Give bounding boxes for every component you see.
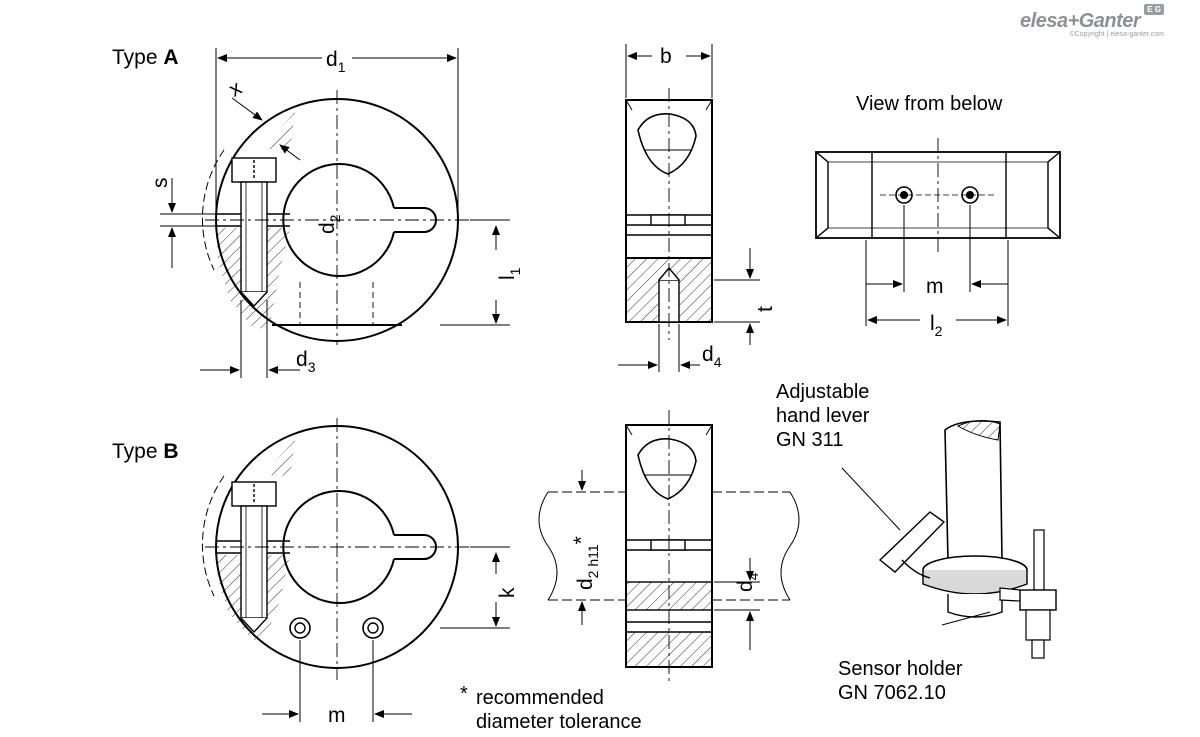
footnote-line1: recommended bbox=[476, 687, 604, 709]
dim-m-b bbox=[262, 640, 412, 722]
label-b: b bbox=[660, 45, 672, 68]
label-k: k bbox=[496, 587, 519, 598]
dim-d1 bbox=[215, 48, 459, 210]
view-from-below-label: View from below bbox=[856, 93, 1003, 115]
dim-d4-b bbox=[714, 558, 760, 650]
label-s: s bbox=[149, 178, 172, 189]
dim-d4-a bbox=[618, 324, 700, 372]
lever-callout-line2: hand lever bbox=[776, 405, 870, 427]
brand-copyright: ©Copyright | elesa-ganter.com bbox=[1069, 31, 1164, 38]
type-b-front-view bbox=[201, 418, 470, 680]
label-d3: d3 bbox=[296, 348, 316, 375]
label-x: x bbox=[225, 76, 246, 101]
type-b-label: Type B bbox=[112, 440, 179, 463]
brand-logo: elesa+GanterE G ©Copyright | elesa-gante… bbox=[1020, 4, 1164, 38]
label-d2: d2 bbox=[316, 214, 343, 234]
dim-l1 bbox=[440, 219, 510, 326]
dim-x bbox=[231, 97, 301, 161]
lever-callout-line3: GN 311 bbox=[776, 429, 843, 451]
dim-b bbox=[625, 44, 713, 98]
dim-l2 bbox=[865, 240, 1009, 326]
label-m-below: m bbox=[926, 275, 944, 298]
assembly-illustration bbox=[878, 420, 1057, 659]
sensor-leader bbox=[941, 611, 991, 626]
type-a-side-view bbox=[625, 88, 713, 340]
label-d1: d1 bbox=[326, 48, 346, 75]
brand-name: elesa+Ganter bbox=[1020, 10, 1141, 32]
label-d4-a: d4 bbox=[702, 343, 722, 370]
dim-d3 bbox=[200, 300, 300, 378]
type-a-label: Type A bbox=[112, 46, 179, 69]
dim-m-below bbox=[866, 205, 1008, 292]
lever-leader bbox=[841, 467, 901, 531]
type-b-side-view bbox=[538, 410, 800, 685]
label-m-b: m bbox=[328, 704, 346, 727]
type-a-front-view bbox=[201, 90, 470, 345]
brand-badge: E G bbox=[1144, 4, 1164, 15]
footnote-star: * bbox=[460, 683, 468, 705]
view-from-below-drawing bbox=[815, 138, 1061, 254]
footnote-line2: diameter tolerance bbox=[476, 711, 642, 733]
dim-k bbox=[440, 546, 510, 629]
label-d4-b: d4 bbox=[734, 572, 761, 592]
lever-callout-line1: Adjustable bbox=[776, 381, 869, 403]
sensor-callout-line1: Sensor holder bbox=[838, 658, 963, 680]
dim-t bbox=[714, 248, 760, 345]
label-l1: l1 bbox=[496, 267, 523, 280]
label-l2: l2 bbox=[930, 312, 943, 339]
label-d2-h11: d2 h11* bbox=[570, 536, 601, 590]
sensor-callout-line2: GN 7062.10 bbox=[838, 682, 946, 704]
dim-s bbox=[160, 178, 216, 268]
label-t: t bbox=[754, 306, 777, 312]
